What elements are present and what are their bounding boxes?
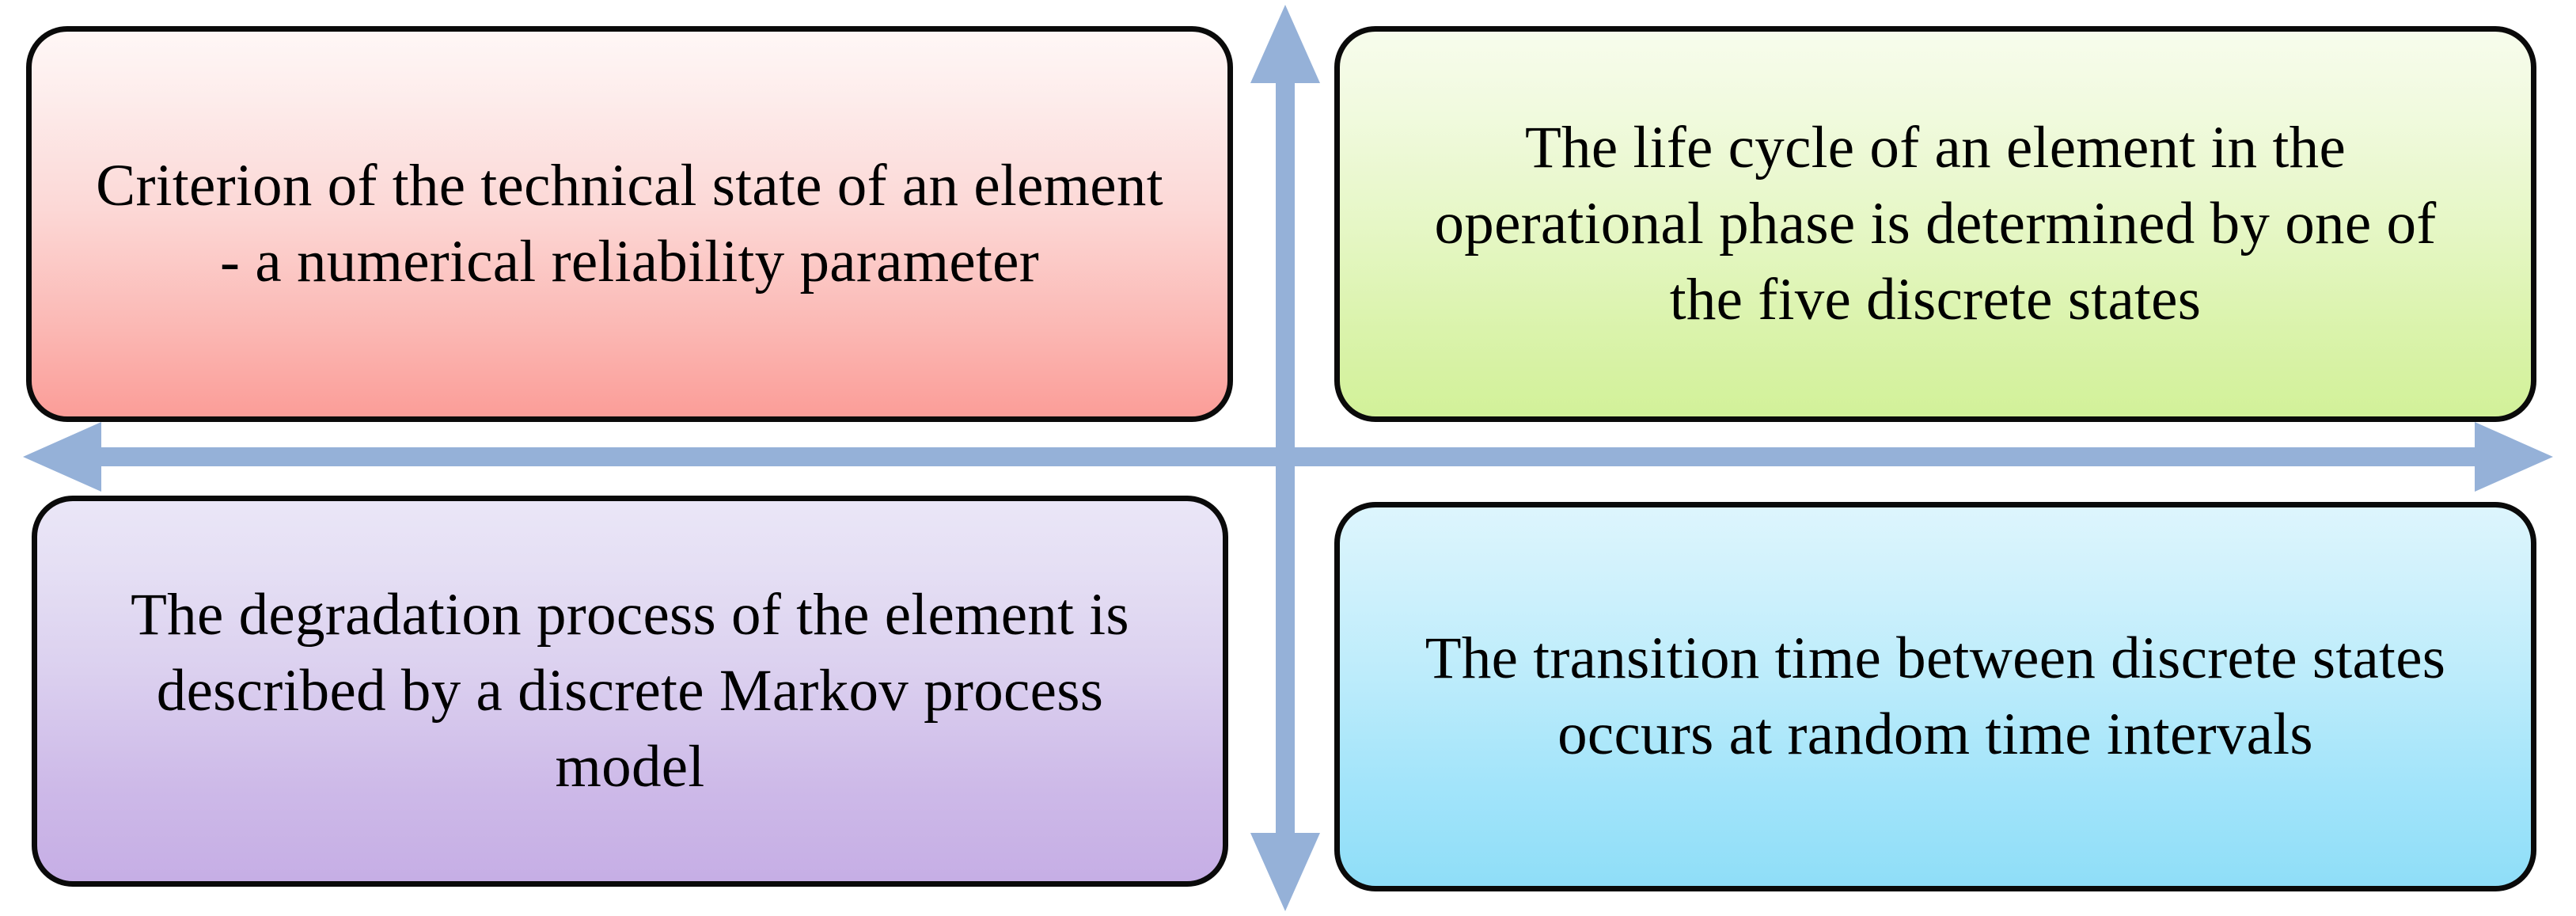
quadrant-top-right-text: The life cycle of an element in the oper…	[1434, 115, 2437, 333]
quadrant-top-left[interactable]: Criterion of the technical state of an e…	[26, 26, 1233, 422]
quadrant-bottom-left[interactable]: The degradation process of the element i…	[32, 496, 1228, 887]
quadrant-bottom-right-text: The transition time between discrete sta…	[1425, 625, 2446, 767]
vertical-double-arrow	[1250, 5, 1320, 911]
quadrant-bottom-right[interactable]: The transition time between discrete sta…	[1334, 502, 2536, 891]
quadrant-top-right[interactable]: The life cycle of an element in the oper…	[1334, 26, 2536, 422]
arrowhead-up-icon	[1250, 5, 1320, 911]
quadrant-bottom-left-text: The degradation process of the element i…	[131, 582, 1129, 800]
quadrant-top-left-text: Criterion of the technical state of an e…	[96, 153, 1163, 295]
